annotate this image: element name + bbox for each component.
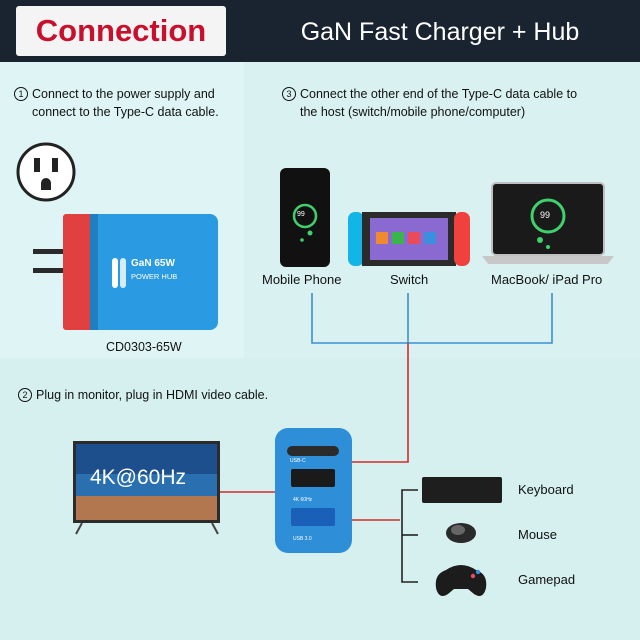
label-switch: Switch [390,272,429,287]
page-title: Connection [35,13,207,48]
charger-model: CD0303-65W [106,340,182,354]
step3-note: 3 Connect the other end of the Type-C dat… [282,85,638,121]
wall-outlet-icon [16,142,76,202]
label-macbook-ipad: MacBook/ iPad Pro [491,272,603,287]
label-mouse: Mouse [518,527,558,542]
type-c-lines [311,293,553,344]
laptop-image [482,182,614,264]
phone-battery: 99 [297,211,305,218]
switch-image [348,212,470,266]
step3-line1: Connect the other end of the Type-C data… [300,87,578,101]
step2-note: 2 Plug in monitor, plug in HDMI video cab… [18,386,418,404]
step3-line2: the host (switch/mobile phone/computer) [300,105,526,119]
keyboard-image [422,477,502,503]
monitor-screen-text: 4K@60Hz [90,466,187,489]
hub-port-usba: USB 3.0 [293,536,312,542]
step2-number: 2 [18,388,32,402]
charger-sub: POWER HUB [131,272,178,281]
step1-line2: connect to the Type-C data cable. [32,105,219,119]
page-subtitle: GaN Fast Charger + Hub [300,18,580,46]
step1-line1: Connect to the power supply and [32,87,215,101]
step1-note: 1 Connect to the power supply and connect… [14,85,242,121]
charger-image [33,214,218,330]
label-gamepad: Gamepad [518,572,576,587]
hub-image [275,428,352,553]
label-keyboard: Keyboard [518,482,574,497]
label-mobile-phone: Mobile Phone [262,272,342,287]
gamepad-image [435,565,487,596]
mouse-image [446,523,476,543]
laptop-battery: 99 [540,210,551,220]
monitor-image [73,441,220,535]
step2-text: Plug in monitor, plug in HDMI video cabl… [36,388,269,402]
step1-number: 1 [14,87,28,101]
hub-port-hdmi: 4K 60Hz [293,497,313,503]
hub-lines [220,343,409,521]
mobile-phone-image [280,168,330,267]
charger-brand: GaN 65W [131,258,175,269]
peripheral-bracket [401,489,418,583]
hub-port-usbc: USB-C [290,458,306,464]
step3-number: 3 [282,87,296,101]
title-box [16,6,226,56]
